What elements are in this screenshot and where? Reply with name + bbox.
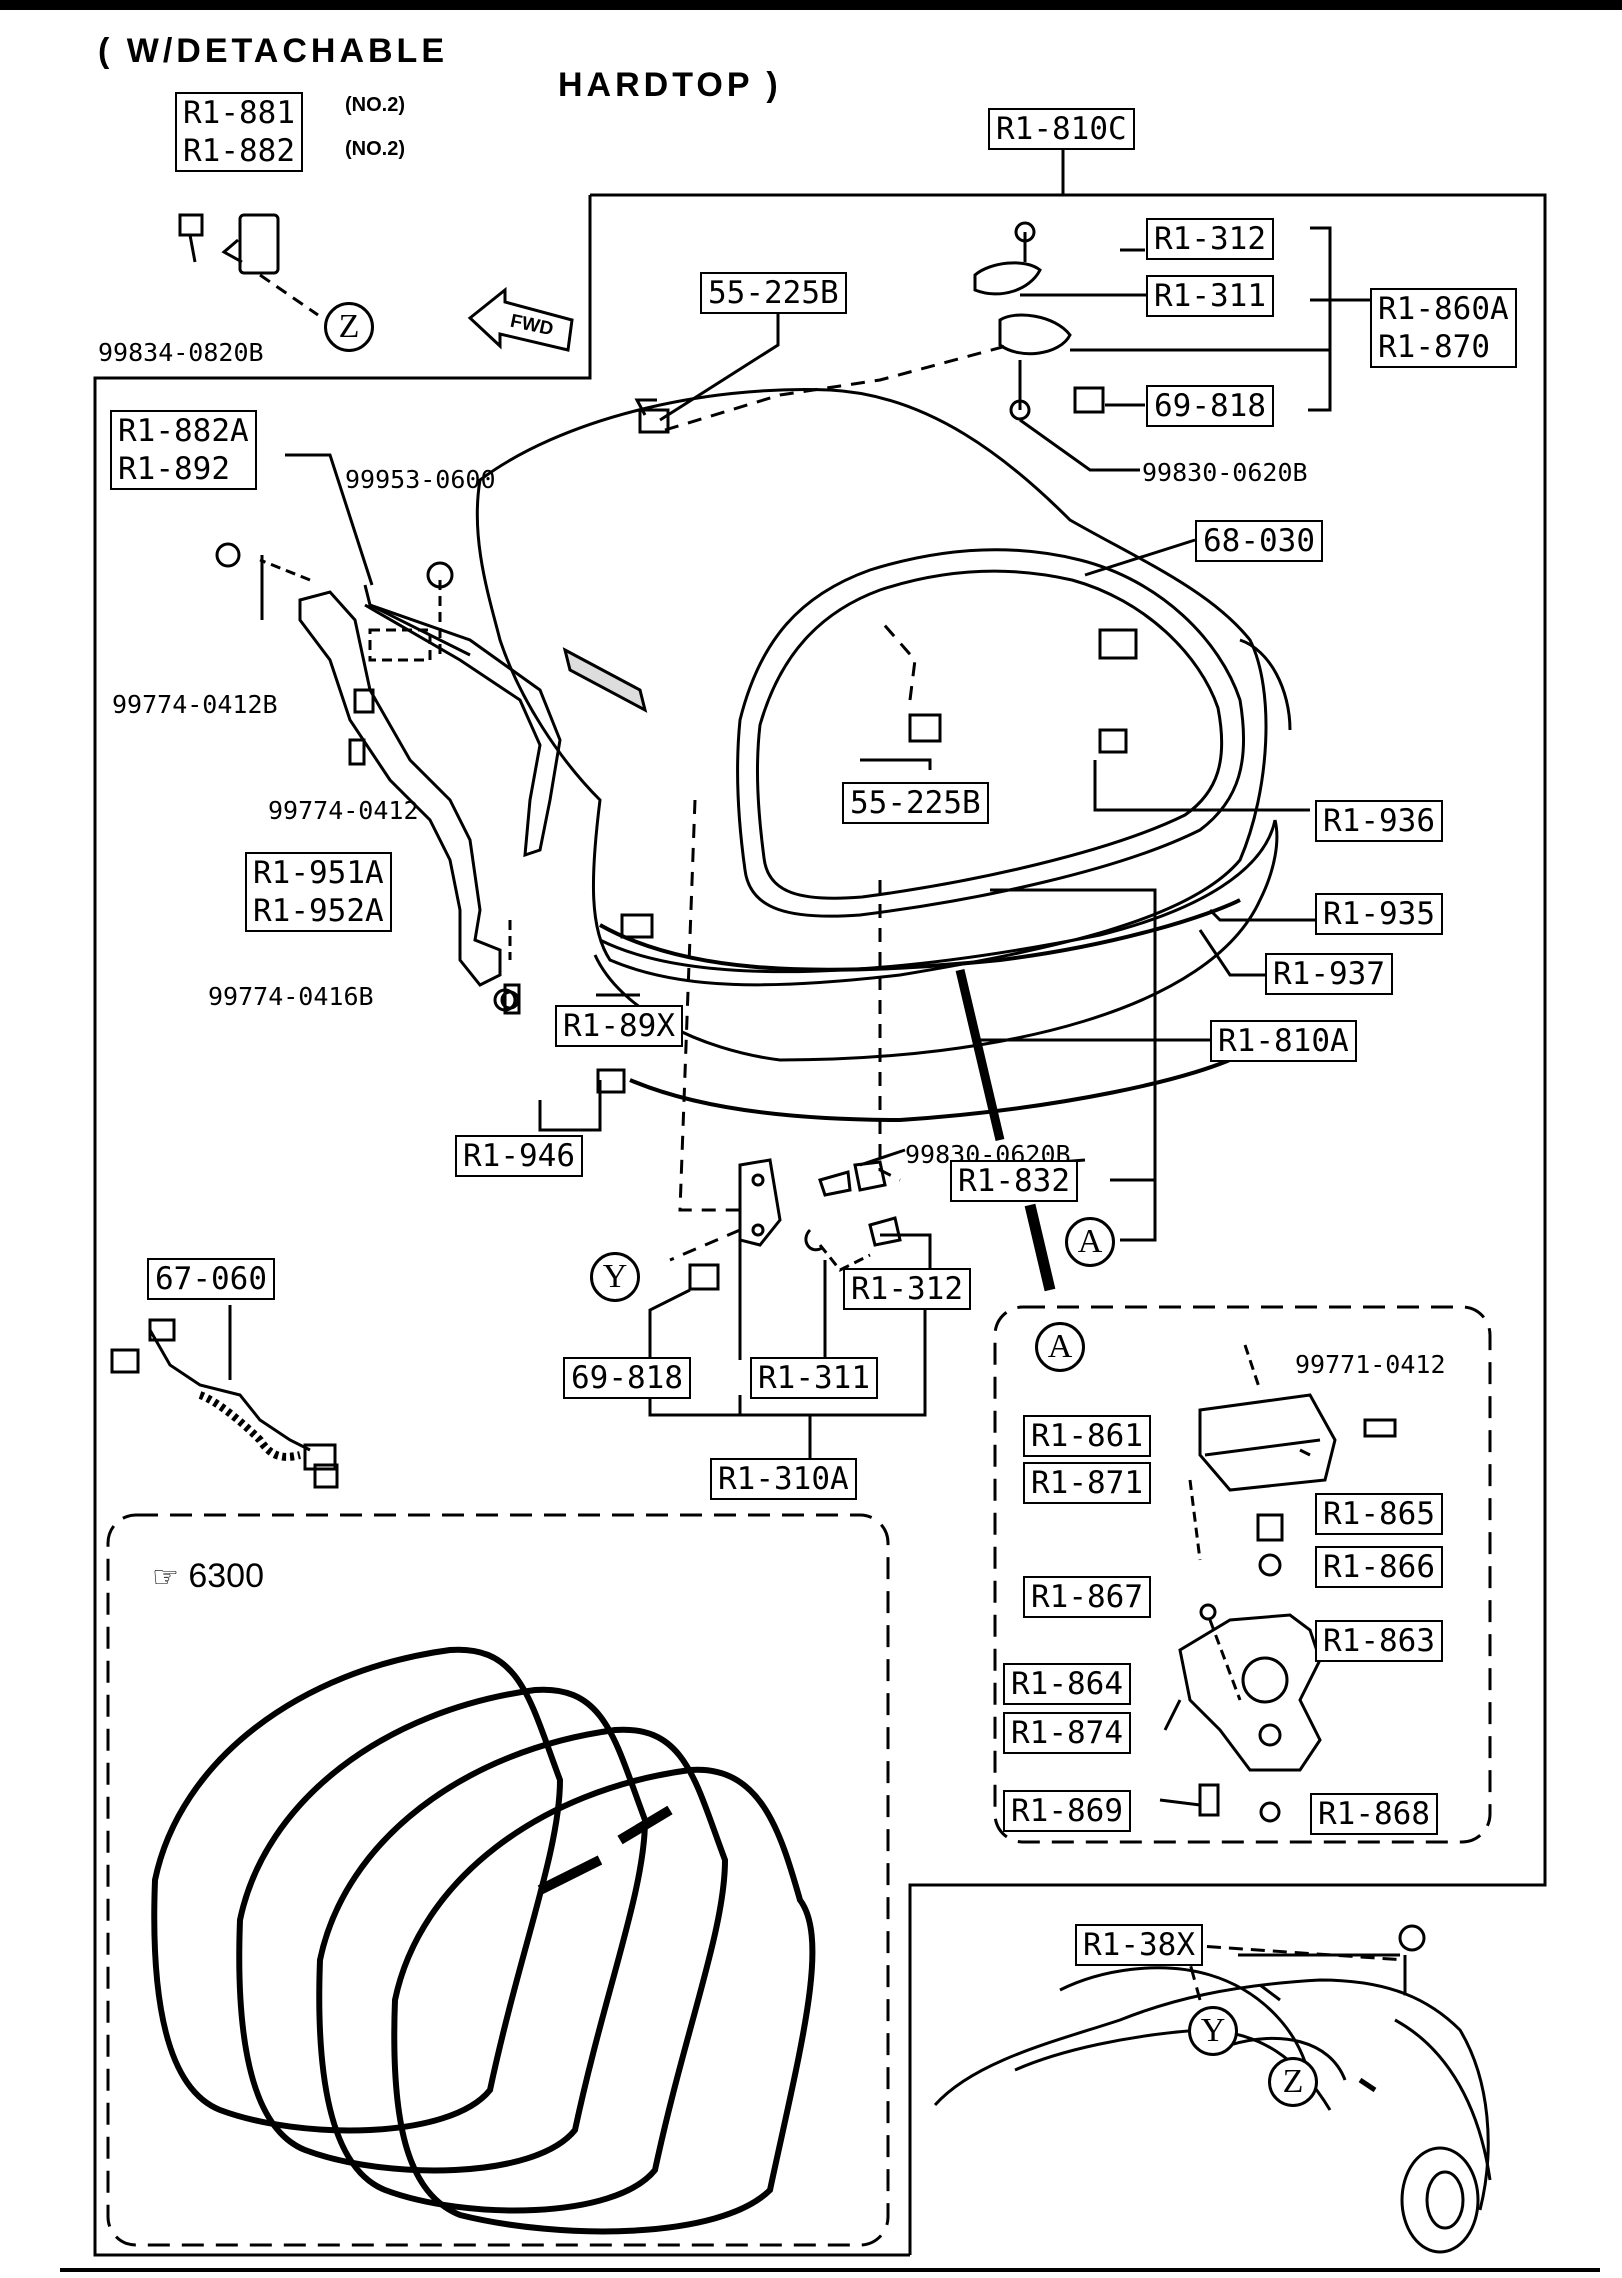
part-r1-869[interactable]: R1-869 xyxy=(1003,1790,1131,1832)
part-r1-936[interactable]: R1-936 xyxy=(1315,800,1443,842)
part-r1-810c[interactable]: R1-810C xyxy=(988,108,1135,150)
part-r1-881: R1-881 xyxy=(183,95,295,131)
callout-y[interactable]: Y xyxy=(590,1252,640,1302)
note-no2-b: (NO.2) xyxy=(345,138,405,160)
callout-z-car: Z xyxy=(1268,2057,1318,2107)
part-99953-0600[interactable]: 99953-0600 xyxy=(345,465,496,494)
part-99830-0620b-top[interactable]: 99830-0620B xyxy=(1142,458,1308,487)
callout-a-main[interactable]: A xyxy=(1065,1217,1115,1267)
part-r1-861[interactable]: R1-861 xyxy=(1023,1415,1151,1457)
callout-z[interactable]: Z xyxy=(324,302,374,352)
part-r1-810a[interactable]: R1-810A xyxy=(1210,1020,1357,1062)
callout-a-detail: A xyxy=(1035,1322,1085,1372)
part-99774-0412[interactable]: 99774-0412 xyxy=(268,796,419,825)
part-68-030[interactable]: 68-030 xyxy=(1195,520,1323,562)
part-r1-874[interactable]: R1-874 xyxy=(1003,1712,1131,1754)
part-r1-946[interactable]: R1-946 xyxy=(455,1135,583,1177)
reference-6300[interactable]: ☞ 6300 xyxy=(152,1557,264,1596)
part-r1-882: R1-882 xyxy=(183,133,295,169)
reference-6300-number: 6300 xyxy=(188,1557,264,1595)
part-r1-312-top[interactable]: R1-312 xyxy=(1146,218,1274,260)
callout-y-car: Y xyxy=(1188,2006,1238,2056)
part-r1-937[interactable]: R1-937 xyxy=(1265,953,1393,995)
part-r1-882a-r1-892[interactable]: R1-882A R1-892 xyxy=(110,410,257,490)
part-r1-312-bot[interactable]: R1-312 xyxy=(843,1268,971,1310)
part-r1-871[interactable]: R1-871 xyxy=(1023,1462,1151,1504)
diagram-title-line2: HARDTOP ) xyxy=(558,66,782,104)
part-r1-868[interactable]: R1-868 xyxy=(1310,1793,1438,1835)
part-r1-860a-r1-870[interactable]: R1-860A R1-870 xyxy=(1370,288,1517,368)
part-r1-310a[interactable]: R1-310A xyxy=(710,1458,857,1500)
part-r1-951a-r1-952a[interactable]: R1-951A R1-952A xyxy=(245,852,392,932)
part-r1-935[interactable]: R1-935 xyxy=(1315,893,1443,935)
part-r1-311-bot[interactable]: R1-311 xyxy=(750,1357,878,1399)
part-99771-0412[interactable]: 99771-0412 xyxy=(1295,1350,1446,1379)
part-99834-0820b[interactable]: 99834-0820B xyxy=(98,338,264,367)
part-55-225b-mid[interactable]: 55-225B xyxy=(842,782,989,824)
part-69-818-top[interactable]: 69-818 xyxy=(1146,385,1274,427)
diagram-title-line1: ( W/DETACHABLE xyxy=(98,32,448,70)
part-67-060[interactable]: 67-060 xyxy=(147,1258,275,1300)
part-99774-0416b[interactable]: 99774-0416B xyxy=(208,982,374,1011)
part-r1-864[interactable]: R1-864 xyxy=(1003,1663,1131,1705)
part-r1-865[interactable]: R1-865 xyxy=(1315,1493,1443,1535)
part-99774-0412b[interactable]: 99774-0412B xyxy=(112,690,278,719)
part-r1-38x[interactable]: R1-38X xyxy=(1075,1924,1203,1966)
part-r1-867[interactable]: R1-867 xyxy=(1023,1576,1151,1618)
part-69-818-bot[interactable]: 69-818 xyxy=(563,1357,691,1399)
part-r1-832[interactable]: R1-832 xyxy=(950,1160,1078,1202)
part-r1-866[interactable]: R1-866 xyxy=(1315,1546,1443,1588)
note-no2-a: (NO.2) xyxy=(345,94,405,116)
part-r1-311-top[interactable]: R1-311 xyxy=(1146,275,1274,317)
pointing-hand-icon: ☞ xyxy=(152,1561,179,1594)
part-r1-863[interactable]: R1-863 xyxy=(1315,1620,1443,1662)
part-r1-89x[interactable]: R1-89X xyxy=(555,1005,683,1047)
part-55-225b-top[interactable]: 55-225B xyxy=(700,272,847,314)
